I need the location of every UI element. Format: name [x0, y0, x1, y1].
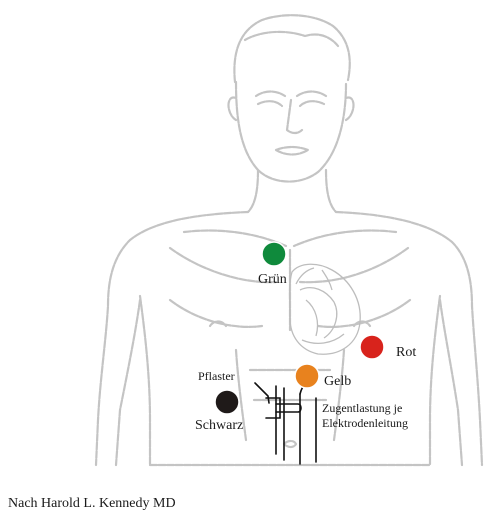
electrode-dot-gruen — [262, 242, 286, 266]
electrode-dot-schwarz — [215, 390, 239, 414]
label-rot: Rot — [396, 345, 416, 360]
label-pflaster: Pflaster — [198, 369, 235, 383]
electrode-dot-gelb — [295, 364, 319, 388]
electrode-gruen: Grün — [258, 242, 287, 287]
label-gelb: Gelb — [324, 374, 351, 389]
electrode-schwarz: Schwarz — [195, 390, 243, 433]
label-zugentlastung-line1: Zugentlastung je — [322, 401, 402, 415]
source-credit: Nach Harold L. Kennedy MD — [8, 496, 176, 512]
heart-sketch — [290, 264, 361, 354]
electrode-dot-rot — [360, 335, 384, 359]
label-gruen: Grün — [258, 272, 287, 287]
label-zugentlastung-line2: Elektrodenleitung — [322, 416, 408, 430]
electrode-rot: Rot — [360, 335, 416, 360]
label-schwarz: Schwarz — [195, 418, 243, 433]
body-outline — [96, 15, 482, 465]
electrode-leads — [255, 380, 316, 464]
